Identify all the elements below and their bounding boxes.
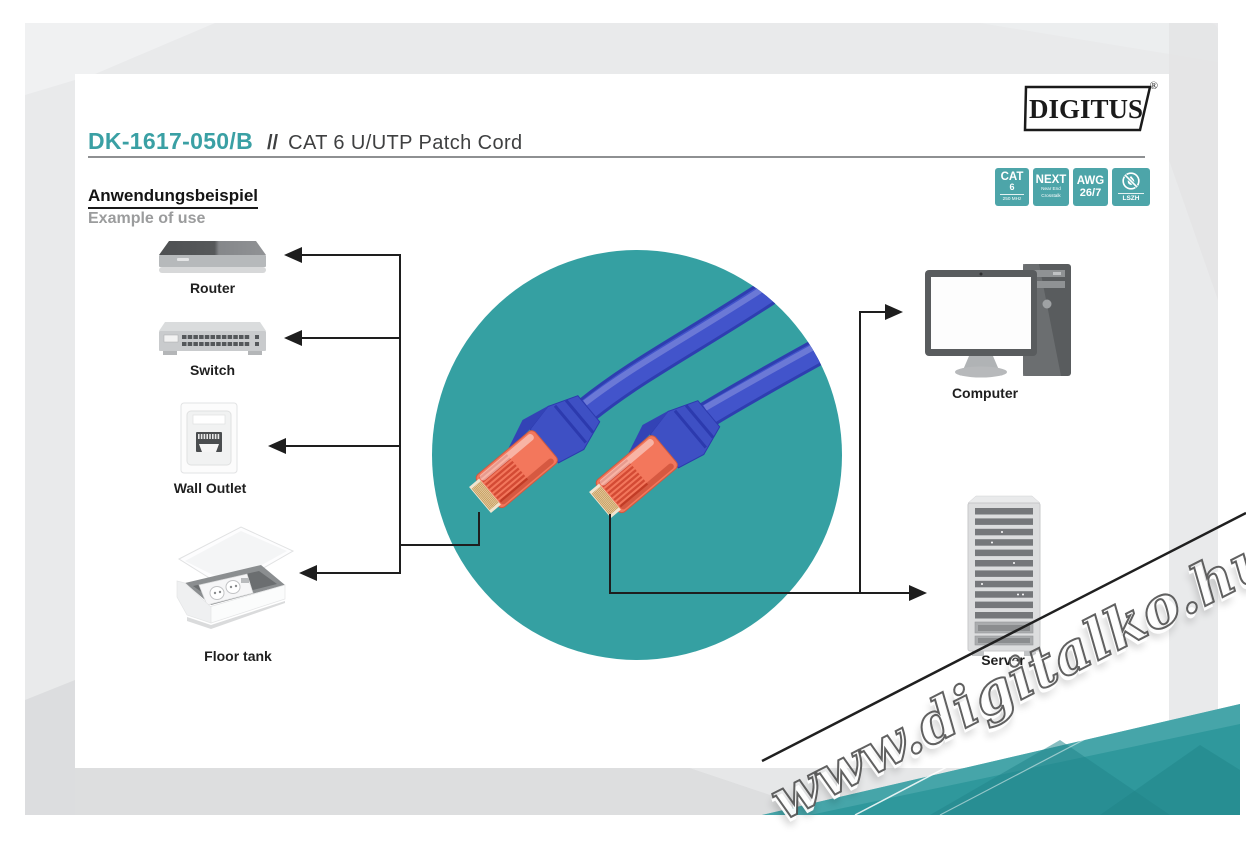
no-flame-icon — [1122, 172, 1140, 191]
product-title-row: DK-1617-050/B // CAT 6 U/UTP Patch Cord — [88, 128, 523, 155]
computer-icon — [925, 264, 1071, 378]
next-badge: NEXT Near End Crosstalk — [1033, 168, 1069, 206]
product-name: CAT 6 U/UTP Patch Cord — [288, 132, 523, 154]
awg-badge: AWG 26/7 — [1073, 168, 1108, 206]
router-label: Router — [189, 280, 236, 296]
digitus-logo: DIGITUS ® — [1022, 80, 1158, 134]
section-heading-english: Example of use — [88, 210, 206, 227]
patch-cord-photo-circle — [432, 250, 842, 660]
title-separator: // — [266, 132, 279, 154]
computer-label: Computer — [951, 385, 1019, 401]
header-rule — [88, 156, 1145, 158]
server-icon — [967, 495, 1041, 656]
product-code: DK-1617-050/B — [88, 128, 253, 154]
lszh-badge: LSZH — [1112, 168, 1150, 206]
badge-divider — [1000, 194, 1024, 196]
digitus-logo-text: DIGITUS — [1029, 94, 1143, 124]
digitus-logo-frame: DIGITUS — [1023, 85, 1152, 132]
registered-trademark: ® — [1149, 80, 1158, 92]
spec-badges: CAT 6 250 MHz NEXT Near End Crosstalk AW… — [995, 168, 1150, 206]
floor-tank-label: Floor tank — [204, 648, 272, 664]
server-label: Server — [981, 652, 1025, 668]
section-heading-german: Anwendungsbeispiel — [88, 186, 259, 209]
cat6-badge: CAT 6 250 MHz — [995, 168, 1029, 206]
wall-outlet-icon — [180, 402, 238, 474]
router-icon — [159, 241, 266, 273]
floor-tank-icon — [176, 526, 295, 629]
switch-label: Switch — [189, 362, 236, 378]
switch-icon — [159, 322, 266, 355]
badge-divider — [1117, 193, 1145, 195]
wall-outlet-label: Wall Outlet — [173, 480, 247, 496]
